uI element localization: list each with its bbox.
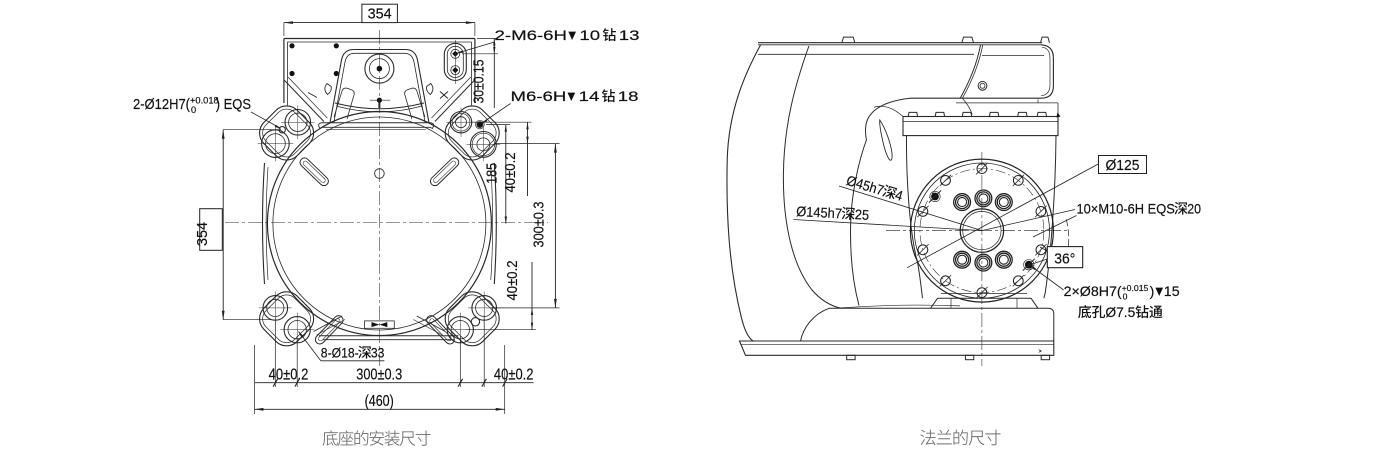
svg-text:185: 185 [485, 163, 501, 184]
svg-text:40±0.2: 40±0.2 [494, 366, 534, 383]
svg-text:25: 25 [854, 206, 869, 223]
svg-text:30±0.15: 30±0.15 [472, 60, 488, 104]
svg-text:8-Ø18-: 8-Ø18- [321, 345, 359, 361]
svg-text:10×M10-6H EQS: 10×M10-6H EQS [1077, 201, 1175, 217]
svg-text:20: 20 [1187, 201, 1201, 217]
svg-text:354: 354 [194, 222, 211, 246]
svg-text:13: 13 [619, 27, 640, 43]
svg-text:(460): (460) [365, 393, 394, 410]
svg-text:M6-6H: M6-6H [511, 88, 567, 104]
svg-text:4: 4 [893, 186, 905, 203]
svg-text:2-Ø12H7(: 2-Ø12H7( [133, 96, 190, 113]
svg-text:0: 0 [191, 105, 196, 115]
svg-text:14: 14 [579, 88, 600, 104]
svg-text:40±0.2: 40±0.2 [269, 366, 309, 383]
svg-text:36°: 36° [1054, 250, 1075, 267]
svg-text:40±0.2: 40±0.2 [503, 153, 519, 193]
svg-text:18: 18 [618, 88, 639, 104]
svg-text:): ) [1150, 283, 1155, 299]
svg-text:0: 0 [1123, 292, 1128, 302]
svg-text:) EQS: ) EQS [216, 96, 251, 113]
svg-text:Ø145h7: Ø145h7 [796, 203, 843, 221]
svg-text:+0.015: +0.015 [1122, 283, 1149, 293]
svg-text:2-M6-6H: 2-M6-6H [495, 27, 568, 43]
svg-text:40±0.2: 40±0.2 [505, 261, 521, 301]
svg-text:354: 354 [368, 6, 392, 23]
svg-text:300±0.3: 300±0.3 [356, 366, 402, 383]
svg-text:2×Ø8H7(: 2×Ø8H7( [1064, 283, 1122, 299]
svg-text:300±0.3: 300±0.3 [532, 202, 548, 248]
svg-text:10: 10 [579, 27, 600, 43]
svg-text:33: 33 [371, 345, 385, 361]
svg-text:Ø125: Ø125 [1106, 158, 1140, 174]
svg-text:+0.018: +0.018 [190, 96, 219, 106]
svg-text:Ø7.5: Ø7.5 [1105, 304, 1135, 320]
svg-text:15: 15 [1164, 283, 1180, 299]
